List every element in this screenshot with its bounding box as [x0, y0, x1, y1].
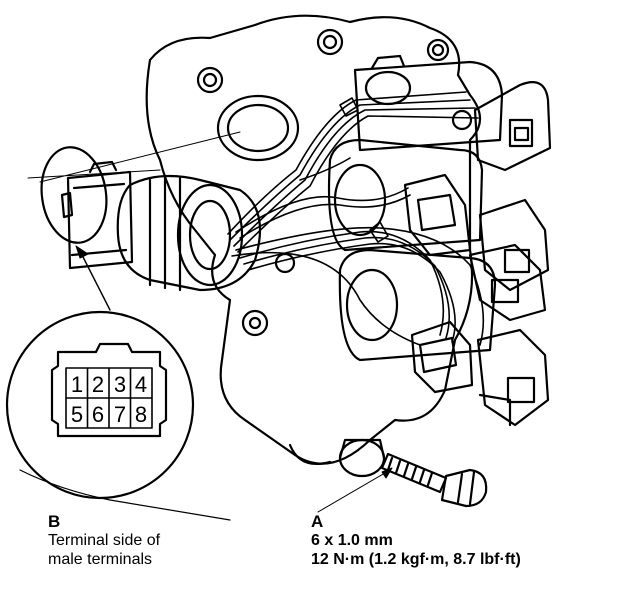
callout-a: A 6 x 1.0 mm 12 N·m (1.2 kgf·m, 8.7 lbf·…: [311, 512, 521, 569]
terminal-3: 3: [114, 372, 126, 397]
callout-b-letter: B: [48, 512, 61, 531]
solenoid-connector-3: [478, 198, 550, 292]
solenoid-lower: [338, 248, 497, 362]
terminal-5: 5: [71, 402, 83, 427]
detail-leader-arrow: [75, 245, 89, 259]
callout-b: B Terminal side of male terminals: [48, 512, 160, 569]
o-ring: [40, 146, 108, 244]
terminal-7: 7: [114, 402, 126, 427]
solenoid-connector-5: [410, 320, 474, 394]
terminal-8: 8: [135, 402, 147, 427]
detail-circle-tail: [19, 469, 231, 521]
main-connector-assembly: [60, 160, 262, 292]
bolt-a: [380, 452, 488, 508]
terminal-6: 6: [92, 402, 104, 427]
transmission-case: [145, 14, 482, 478]
terminal-labels: 1 2 3 4 5 6 7 8: [71, 372, 147, 427]
solenoid-upper: [353, 54, 504, 152]
solenoid-connector-4: [468, 243, 547, 322]
callout-a-line-2: 12 N·m (1.2 kgf·m, 8.7 lbf·ft): [311, 551, 521, 568]
terminal-1: 1: [71, 372, 83, 397]
bolt-a-leader-arrow: [381, 467, 393, 479]
terminal-grid: [65, 367, 153, 429]
callout-b-line-1: Terminal side of: [48, 532, 161, 549]
bolt-a-leader: [317, 469, 391, 513]
solenoid-connector-1: [473, 81, 552, 172]
detail-leader: [81, 254, 111, 311]
solenoid-connector-6: [476, 328, 550, 427]
o-ring-leader: [27, 131, 241, 183]
terminal-4: 4: [135, 372, 147, 397]
callout-b-line-2: male terminals: [48, 551, 153, 568]
callout-a-line-1: 6 x 1.0 mm: [311, 532, 393, 549]
solenoid-connector-2: [403, 173, 472, 257]
terminal-2: 2: [92, 372, 104, 397]
wire-harness: [227, 91, 485, 346]
callout-a-letter: A: [311, 512, 324, 531]
